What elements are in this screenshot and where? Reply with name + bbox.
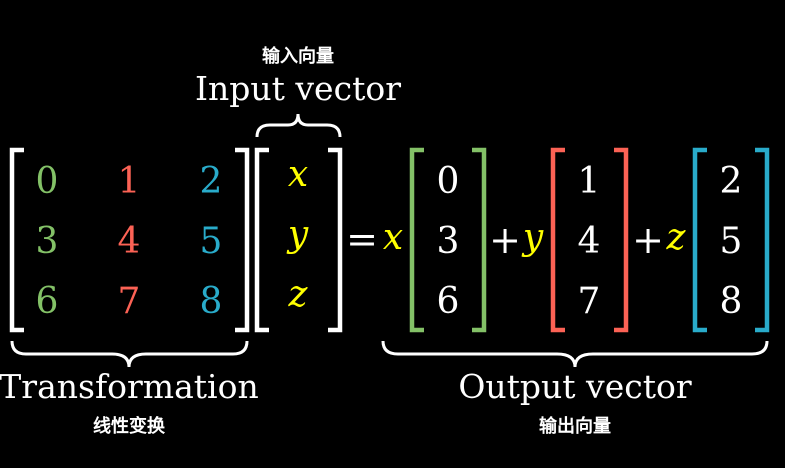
term-3-entry: 5 <box>720 221 743 262</box>
transformation-label: Transformation <box>0 367 259 406</box>
input-vector-label: Input vector <box>195 69 401 108</box>
plus-sign: + <box>632 218 664 262</box>
matrix-entries: 0 1 2 3 4 5 6 7 8 <box>36 161 223 322</box>
term-1-entry: 6 <box>437 281 460 322</box>
output-vector-label: Output vector <box>458 367 691 406</box>
input-vector-entry: z <box>288 274 309 315</box>
matrix-cell: 7 <box>118 281 141 322</box>
output-vector-brace <box>381 340 769 368</box>
plus-sign: + <box>489 218 521 262</box>
matrix-left-bracket <box>9 147 24 333</box>
matrix-cell: 1 <box>118 161 141 202</box>
term-1-left-bracket <box>409 147 424 333</box>
term-coefficient: z <box>666 217 687 258</box>
matrix-cell: 8 <box>200 281 223 322</box>
input-vector-left-bracket <box>254 147 269 333</box>
matrix-right-bracket <box>235 147 250 333</box>
term-1-right-bracket <box>472 147 487 333</box>
matrix-cell: 0 <box>36 161 59 202</box>
term-1-entry: 3 <box>437 221 460 262</box>
term-coefficient: y <box>521 217 544 258</box>
input-vector-right-bracket <box>328 147 343 333</box>
input-vector-brace <box>255 113 342 138</box>
term-coefficient: x <box>383 217 403 258</box>
input-vector-entry: y <box>286 214 309 255</box>
term-3-right-bracket <box>755 147 770 333</box>
term-2-left-bracket <box>550 147 565 333</box>
term-2-entry: 7 <box>578 281 601 322</box>
transformation-brace <box>10 340 249 368</box>
matrix-cell: 4 <box>118 221 141 262</box>
input-vector-entry: x <box>288 154 308 195</box>
term-3-entry: 8 <box>720 281 743 322</box>
term-3-left-bracket <box>692 147 707 333</box>
term-2-entry: 4 <box>578 221 601 262</box>
term-1-entry: 0 <box>437 161 460 202</box>
output-vector-label-cn: 输出向量 <box>539 415 611 437</box>
term-2-right-bracket <box>614 147 629 333</box>
term-2-entry: 1 <box>578 161 601 202</box>
matrix-cell: 5 <box>200 221 223 262</box>
input-vector-label-cn: 输入向量 <box>262 45 334 67</box>
term-3-entry: 2 <box>720 161 743 202</box>
matrix-cell: 3 <box>36 221 59 262</box>
transformation-label-cn: 线性变换 <box>93 415 166 437</box>
matrix-cell: 6 <box>36 281 59 322</box>
equals-sign: = <box>346 217 378 261</box>
matrix-cell: 2 <box>200 161 223 202</box>
